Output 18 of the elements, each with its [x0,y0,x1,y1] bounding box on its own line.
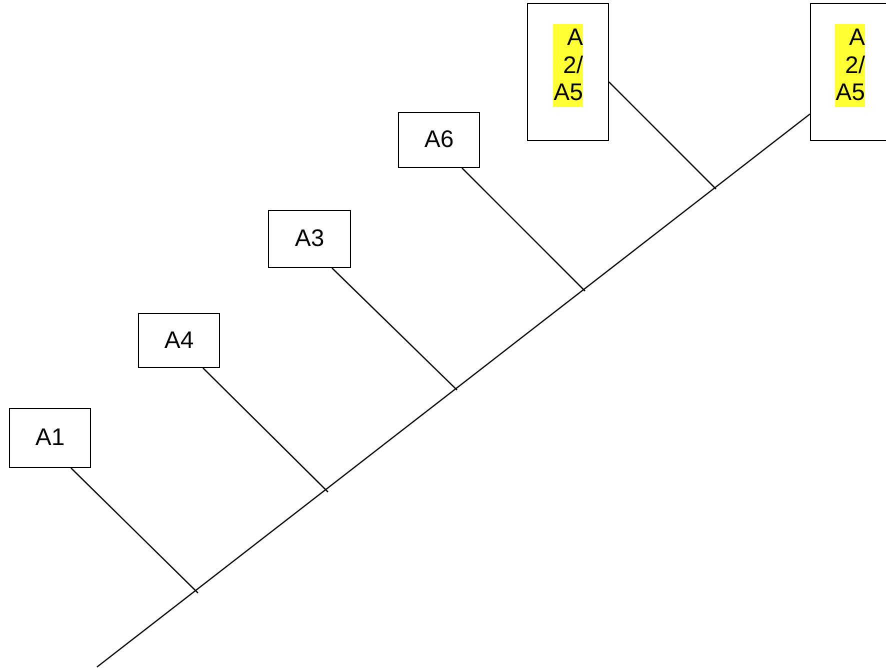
box-label: A3 [294,225,324,253]
label-box [138,313,220,368]
box-label: A2/A5 [553,24,583,107]
box-label: A4 [164,326,194,354]
box-label: A6 [424,126,454,154]
label-box [527,3,609,141]
spine-line [96,113,810,668]
branch-line [202,368,328,492]
label-box [9,408,91,468]
label-box [398,112,480,168]
box-label: A1 [35,424,65,452]
branch-line [70,468,198,594]
label-box [810,3,886,141]
label-box [268,210,351,268]
box-label: A2/A5 [835,24,865,107]
branch-line [608,82,716,190]
branch-line [332,268,458,390]
branch-line [462,168,586,292]
